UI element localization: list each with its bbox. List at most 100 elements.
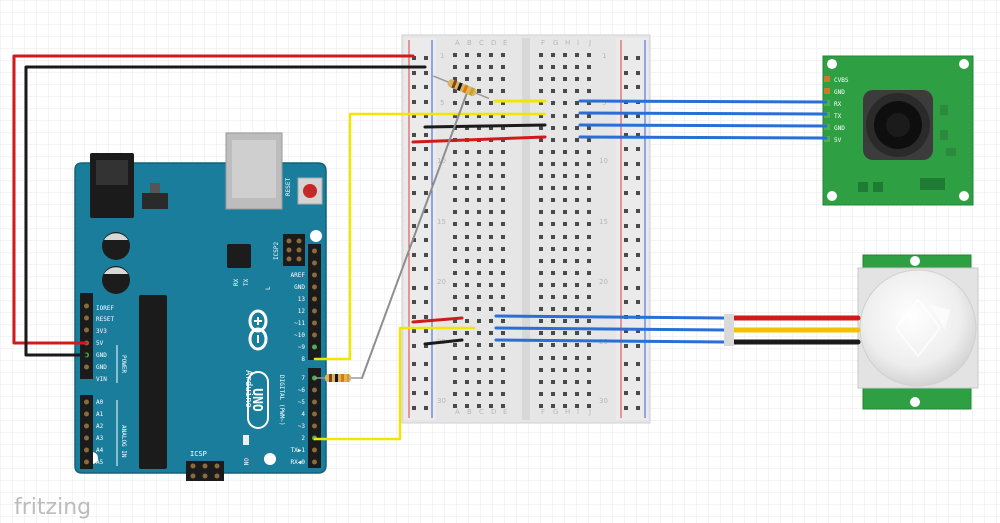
breadboard-hole[interactable] (424, 191, 428, 195)
breadboard-hole[interactable] (465, 271, 469, 275)
breadboard-hole[interactable] (551, 283, 555, 287)
jumper-black-top[interactable] (423, 123, 547, 129)
breadboard-hole[interactable] (636, 162, 640, 166)
breadboard-hole[interactable] (501, 319, 505, 323)
breadboard-hole[interactable] (587, 150, 591, 154)
digital-pin[interactable] (312, 320, 317, 326)
breadboard-hole[interactable] (453, 392, 457, 396)
wire-blue-cam-rx[interactable] (578, 99, 828, 104)
breadboard-hole[interactable] (551, 271, 555, 275)
breadboard-hole[interactable] (563, 126, 567, 130)
breadboard-hole[interactable] (489, 271, 493, 275)
breadboard-hole[interactable] (501, 271, 505, 275)
breadboard-hole[interactable] (477, 210, 481, 214)
breadboard-hole[interactable] (424, 224, 428, 228)
breadboard-hole[interactable] (563, 222, 567, 226)
reset-button-cap[interactable] (303, 184, 317, 198)
breadboard-hole[interactable] (575, 356, 579, 360)
breadboard-hole[interactable] (477, 126, 481, 130)
breadboard-hole[interactable] (412, 253, 416, 257)
breadboard-hole[interactable] (575, 259, 579, 263)
breadboard-hole[interactable] (465, 210, 469, 214)
digital-pin[interactable] (312, 344, 317, 350)
breadboard-hole[interactable] (551, 295, 555, 299)
jumper-black-bottom[interactable] (423, 338, 464, 346)
breadboard-hole[interactable] (412, 71, 416, 75)
breadboard-hole[interactable] (465, 259, 469, 263)
breadboard-hole[interactable] (636, 329, 640, 333)
breadboard-hole[interactable] (587, 222, 591, 226)
digital-pin[interactable] (312, 260, 317, 266)
digital-pin[interactable] (312, 387, 317, 393)
breadboard-hole[interactable] (465, 356, 469, 360)
breadboard-hole[interactable] (453, 162, 457, 166)
breadboard-hole[interactable] (563, 283, 567, 287)
breadboard-hole[interactable] (575, 138, 579, 142)
digital-pin[interactable] (312, 272, 317, 278)
breadboard-hole[interactable] (412, 300, 416, 304)
breadboard-hole[interactable] (453, 89, 457, 93)
breadboard-hole[interactable] (563, 331, 567, 335)
breadboard-hole[interactable] (477, 331, 481, 335)
breadboard-hole[interactable] (636, 56, 640, 60)
breadboard-hole[interactable] (453, 331, 457, 335)
digital-pin[interactable] (312, 459, 317, 465)
breadboard-hole[interactable] (587, 235, 591, 239)
breadboard-hole[interactable] (424, 133, 428, 137)
breadboard-hole[interactable] (453, 259, 457, 263)
breadboard-hole[interactable] (575, 235, 579, 239)
breadboard-hole[interactable] (636, 85, 640, 89)
breadboard-hole[interactable] (501, 198, 505, 202)
breadboard-hole[interactable] (489, 259, 493, 263)
breadboard-hole[interactable] (465, 235, 469, 239)
breadboard-hole[interactable] (563, 380, 567, 384)
breadboard-hole[interactable] (412, 56, 416, 60)
breadboard-hole[interactable] (624, 238, 628, 242)
breadboard-hole[interactable] (453, 53, 457, 57)
breadboard-hole[interactable] (575, 174, 579, 178)
breadboard-hole[interactable] (563, 210, 567, 214)
breadboard-hole[interactable] (624, 191, 628, 195)
breadboard-hole[interactable] (412, 176, 416, 180)
camera-pin[interactable] (824, 88, 830, 94)
breadboard-hole[interactable] (453, 247, 457, 251)
breadboard-hole[interactable] (453, 404, 457, 408)
jumper-red-bottom[interactable] (411, 316, 464, 324)
breadboard-hole[interactable] (501, 331, 505, 335)
breadboard-hole[interactable] (539, 65, 543, 69)
breadboard-hole[interactable] (587, 77, 591, 81)
jumper-red-top[interactable] (411, 135, 547, 144)
breadboard-hole[interactable] (575, 89, 579, 93)
breadboard-hole[interactable] (477, 247, 481, 251)
wire-blue-cam-5v[interactable] (578, 135, 828, 140)
wire-blue-pir-3[interactable] (494, 338, 726, 344)
breadboard-hole[interactable] (539, 150, 543, 154)
breadboard-hole[interactable] (624, 209, 628, 213)
breadboard-hole[interactable] (575, 392, 579, 396)
breadboard-hole[interactable] (624, 176, 628, 180)
breadboard-hole[interactable] (477, 89, 481, 93)
breadboard-hole[interactable] (539, 89, 543, 93)
breadboard-hole[interactable] (489, 247, 493, 251)
breadboard-hole[interactable] (575, 271, 579, 275)
digital-pin[interactable] (312, 296, 317, 302)
breadboard-hole[interactable] (575, 150, 579, 154)
breadboard-hole[interactable] (539, 319, 543, 323)
breadboard-hole[interactable] (575, 101, 579, 105)
breadboard-hole[interactable] (424, 315, 428, 319)
wire-blue-cam-tx[interactable] (578, 111, 828, 116)
breadboard-hole[interactable] (539, 392, 543, 396)
breadboard-hole[interactable] (501, 380, 505, 384)
breadboard-hole[interactable] (551, 259, 555, 263)
breadboard-hole[interactable] (551, 174, 555, 178)
breadboard-hole[interactable] (563, 247, 567, 251)
breadboard-hole[interactable] (501, 356, 505, 360)
breadboard-hole[interactable] (624, 300, 628, 304)
breadboard-hole[interactable] (587, 404, 591, 408)
breadboard-hole[interactable] (489, 222, 493, 226)
breadboard-hole[interactable] (551, 247, 555, 251)
wire-blue-pir-2[interactable] (494, 326, 726, 332)
breadboard-hole[interactable] (453, 174, 457, 178)
breadboard-hole[interactable] (489, 404, 493, 408)
breadboard-hole[interactable] (489, 210, 493, 214)
